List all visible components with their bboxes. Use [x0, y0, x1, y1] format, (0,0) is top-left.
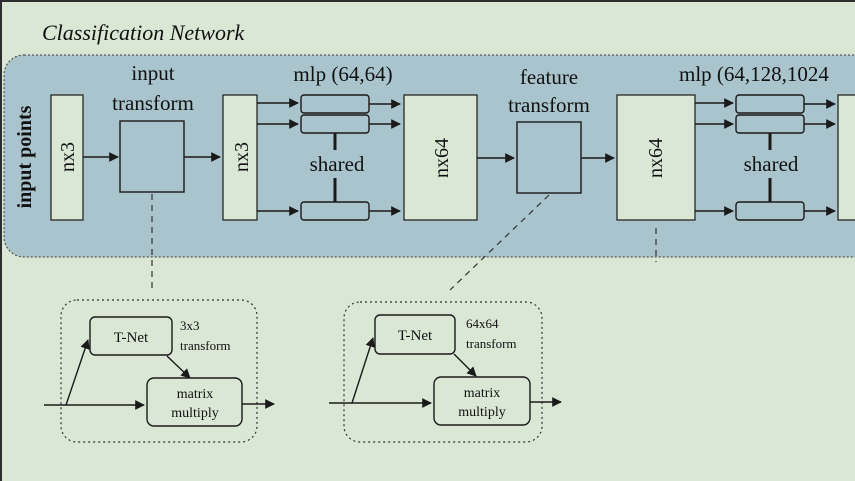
input-transform-label-1: input: [131, 61, 174, 85]
feature-transform-box: [516, 121, 582, 194]
detail1-tnet-to-multiply-arrow: [166, 355, 191, 379]
mlp1-unit-3: [300, 201, 370, 221]
top-border: [0, 0, 855, 2]
input-transform-detail-panel: [60, 299, 258, 443]
detail2-transform-line2: transform: [466, 336, 517, 351]
detail2-transform-line1: 64x64: [466, 316, 499, 331]
left-border: [0, 0, 2, 481]
input-transform-box: [119, 120, 185, 193]
input-tensor-label: nx3: [57, 142, 79, 172]
mlp2-unit-2: [735, 114, 805, 134]
detail2-tnet-to-multiply-arrow: [453, 353, 477, 377]
feature-tensor-box: [403, 94, 478, 221]
detail1-matrix-line1: matrix: [177, 387, 214, 402]
detail2-tnet-box: [374, 314, 456, 355]
detail1-tnet-label: T-Net: [114, 330, 149, 346]
transformed-tensor-label: nx3: [231, 142, 253, 172]
feature-transform-label-2: transform: [508, 93, 590, 117]
mlp1-shared-label: shared: [310, 152, 365, 176]
detail1-branch-arrow: [65, 339, 90, 406]
mlp1-unit-2: [300, 114, 370, 134]
feature-transform-detail-panel: [343, 301, 543, 443]
detail2-matrix-line2: multiply: [458, 405, 505, 420]
detail2-matrix-line1: matrix: [464, 386, 501, 401]
diagram-title: Classification Network: [42, 20, 246, 45]
detail1-matrix-line2: multiply: [171, 406, 218, 421]
mlp2-unit-1: [735, 94, 805, 114]
detail1-tnet-box: [89, 316, 173, 356]
input-points-label: input points: [14, 105, 36, 208]
mlp2-unit-3: [735, 201, 805, 221]
mlp1-unit-1: [300, 94, 370, 114]
transformed-tensor-box: [222, 94, 258, 221]
detail1-transform-line2: transform: [180, 338, 231, 353]
feature-tensor-label: nx64: [431, 138, 453, 178]
detail2-tnet-label: T-Net: [398, 328, 433, 344]
mlp2-shared-label: shared: [744, 152, 799, 176]
detail1-transform-line1: 3x3: [180, 318, 200, 333]
input-tensor-box: [50, 94, 84, 221]
mlp1-label: mlp (64,64): [293, 62, 392, 86]
transformed-feature-box: [616, 94, 696, 221]
connector-feature-transform-detail: [449, 194, 550, 291]
feature-transform-label-1: feature: [520, 65, 578, 89]
input-transform-label-2: transform: [112, 91, 194, 115]
detail2-branch-arrow: [351, 337, 375, 404]
mlp2-label: mlp (64,128,1024: [679, 62, 829, 86]
detail2-matrix-multiply-box: [433, 376, 531, 426]
transformed-feature-label: nx64: [645, 138, 667, 178]
global-feature-box-partial: [837, 94, 855, 221]
detail1-matrix-multiply-box: [146, 377, 243, 427]
